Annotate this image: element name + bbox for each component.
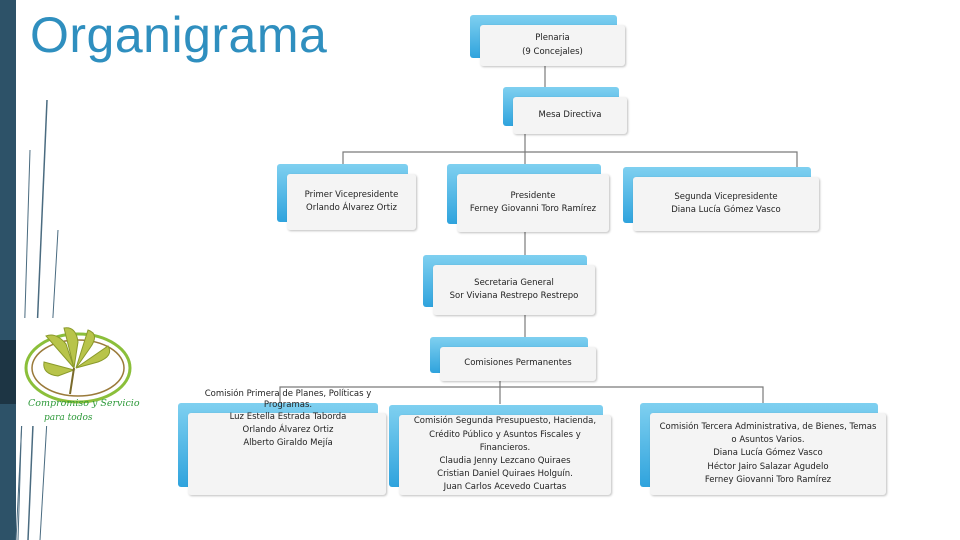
member-name: Claudia Jenny Lezcano Quiraes: [439, 456, 571, 466]
comision-tercera-box: Comisión Tercera Administrativa, de Bien…: [640, 403, 886, 495]
member-name: Cristian Daniel Quiraes Holguín.: [437, 469, 573, 480]
member-name: Juan Carlos Acevedo Cuartas: [443, 482, 567, 493]
left-accent-bar: [0, 0, 16, 540]
segunda-vicepresidente-role: Segunda Vicepresidente: [674, 191, 778, 202]
plenaria-detail: (9 Concejales): [522, 46, 583, 57]
page-title: Organigrama: [30, 7, 328, 63]
comisiones-permanentes-box: Comisiones Permanentes: [430, 337, 596, 381]
comision-primera-box: [178, 403, 386, 495]
presidente-person: Ferney Giovanni Toro Ramírez: [469, 204, 597, 214]
member-name: Alberto Giraldo Mejía: [243, 438, 333, 449]
comision-primera-members: Luz Estella Estrada Taborda Orlando Álva…: [202, 411, 374, 451]
leaf-logo-icon: [24, 327, 132, 404]
secretaria-role: Secretaria General: [474, 277, 554, 288]
plenaria-box: Plenaria (9 Concejales): [470, 15, 625, 66]
logo-text: Compromiso y Servicio: [28, 398, 140, 409]
member-name: Luz Estella Estrada Taborda: [229, 412, 347, 422]
member-name: Orlando Álvarez Ortiz: [242, 425, 334, 436]
logo-subtext: para todos: [44, 413, 93, 423]
left-accent-block: [0, 340, 16, 404]
presidente-box: Presidente Ferney Giovanni Toro Ramírez: [447, 164, 609, 232]
presidente-role: Presidente: [510, 190, 556, 201]
member-name: Diana Lucía Gómez Vasco: [713, 448, 823, 459]
segunda-vicepresidente-person: Diana Lucía Gómez Vasco: [671, 205, 781, 215]
primer-vicepresidente-role: Primer Vicepresidente: [304, 189, 399, 200]
logo: [16, 318, 139, 426]
comision-segunda-box: Comisión Segunda Presupuesto, Hacienda, …: [389, 405, 611, 495]
plenaria-label: Plenaria: [535, 33, 570, 44]
member-name: Ferney Giovanni Toro Ramírez: [704, 474, 832, 485]
secretaria-general-box: Secretaria General Sor Viviana Restrepo …: [423, 255, 595, 315]
mesa-directiva-box: Mesa Directiva: [503, 87, 627, 134]
segunda-vicepresidente-box: Segunda Vicepresidente Diana Lucía Gómez…: [623, 167, 819, 231]
primer-vicepresidente-person: Orlando Álvarez Ortiz: [306, 203, 397, 213]
comisiones-label: Comisiones Permanentes: [464, 358, 572, 369]
primer-vicepresidente-box: Primer Vicepresidente Orlando Álvarez Or…: [277, 164, 416, 230]
secretaria-person: Sor Viviana Restrepo Restrepo: [449, 291, 579, 301]
member-name: Héctor Jairo Salazar Agudelo: [707, 461, 829, 472]
comision-segunda-title: Comisión Segunda Presupuesto, Hacienda, …: [413, 416, 597, 453]
mesa-directiva-label: Mesa Directiva: [538, 109, 602, 120]
comision-primera-title: Comisión Primera de Planes, Políticas y …: [204, 389, 372, 410]
comision-tercera-title: Comisión Tercera Administrativa, de Bien…: [659, 422, 877, 446]
